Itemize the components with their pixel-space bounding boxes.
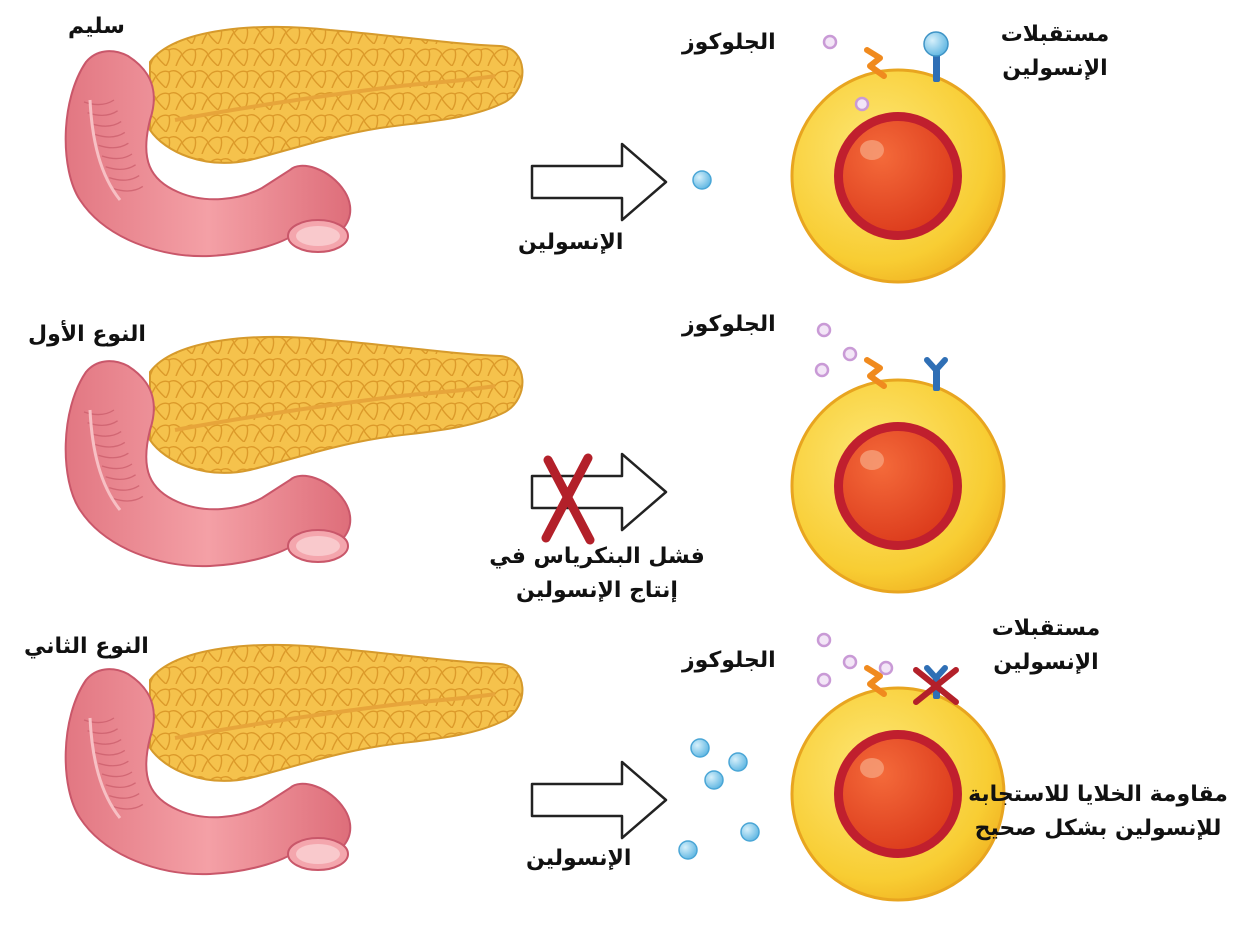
glucose-molecule-icon [816,364,828,376]
pancreas-icon [66,27,523,256]
glucose-molecule-icon [818,324,830,336]
insulin-molecule-icon [741,823,759,841]
pancreas-icon [66,337,523,566]
cell-resistance-label: مقاومة الخلايا للاستجابة للإنسولين بشكل … [962,778,1234,846]
glucose-transporter-icon [867,360,884,386]
condition-label-type1: النوع الأول [28,322,146,347]
pancreas-failure-label: فشل البنكرياس في إنتاج الإنسولين [472,540,722,608]
insulin-label-healthy: الإنسولين [518,230,623,255]
pancreas-icon [66,645,523,874]
glucose-transporter-icon [867,50,884,76]
cell-icon [792,380,1004,592]
glucose-molecule-icon [844,656,856,668]
insulin-label-type2: الإنسولين [526,846,631,871]
glucose-molecule-icon [818,674,830,686]
insulin-molecule-icon [729,753,747,771]
insulin-receptor-icon [916,668,956,702]
insulin-molecule-icon [691,739,709,757]
glucose-molecule-icon [844,348,856,360]
glucose-molecule-icon [880,662,892,674]
glucose-molecule-icon [856,98,868,110]
cell-icon [792,70,1004,282]
receptors-label-type2: مستقبلات الإنسولين [972,612,1120,680]
insulin-molecule-icon [705,771,723,789]
insulin-molecule-icon [693,171,711,189]
receptors-label-healthy: مستقبلات الإنسولين [985,18,1125,86]
glucose-label-type2: الجلوكوز [682,648,776,673]
glucose-label-healthy: الجلوكوز [682,30,776,55]
glucose-molecule-icon [824,36,836,48]
glucose-molecule-icon [818,634,830,646]
condition-label-healthy: سليم [68,14,125,39]
insulin-molecule-icon [679,841,697,859]
arrow-icon [532,144,666,220]
arrow-icon [532,762,666,838]
condition-label-type2: النوع الثاني [24,634,149,659]
glucose-label-type1: الجلوكوز [682,312,776,337]
